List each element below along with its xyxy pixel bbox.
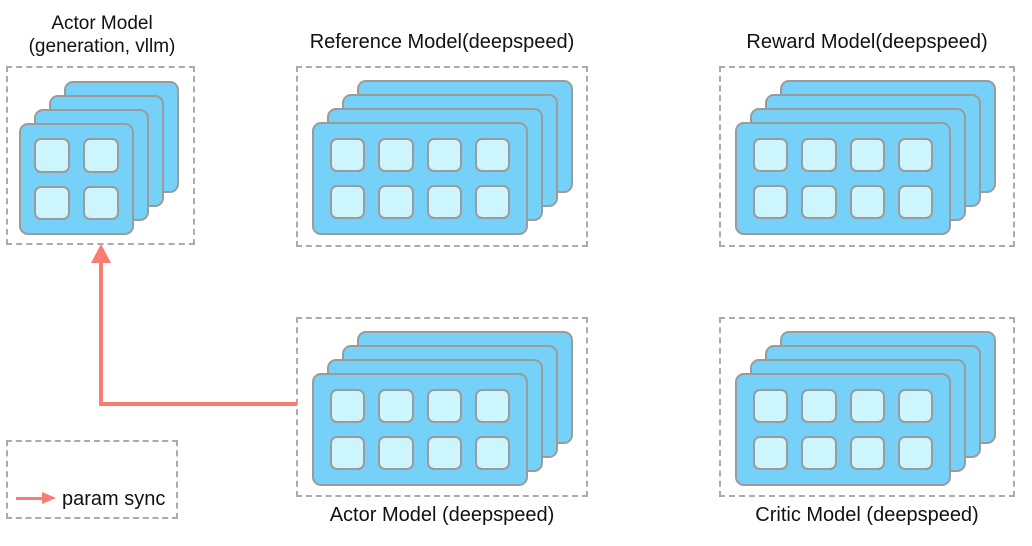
gpu-card-front: [19, 123, 134, 235]
gpu-card-front: [735, 373, 951, 486]
gpu-cell: [83, 138, 119, 173]
gpu-cell: [378, 185, 414, 219]
gpu-grid: [737, 375, 949, 484]
gpu-cell: [849, 138, 885, 172]
gpu-stack-actor-vllm: [19, 81, 179, 235]
gpu-cell: [426, 138, 462, 172]
node-title-line: Actor Model: [51, 13, 153, 34]
param-sync-arrowhead-icon: [91, 244, 111, 263]
gpu-grid: [737, 124, 949, 233]
gpu-cell: [801, 185, 837, 219]
gpu-cell: [849, 436, 885, 470]
gpu-cell: [426, 436, 462, 470]
critic-model-box: [719, 317, 1015, 497]
gpu-cell: [474, 138, 510, 172]
gpu-cell: [34, 138, 70, 173]
gpu-cell: [426, 389, 462, 423]
gpu-stack-reward: [735, 80, 996, 235]
gpu-cell: [753, 138, 789, 172]
legend-box: param sync: [6, 440, 178, 519]
node-subtitle-line: (generation, vllm): [28, 36, 176, 57]
gpu-card-front: [312, 122, 528, 235]
gpu-cell: [849, 389, 885, 423]
node-title-actor-vllm: Actor Model (generation, vllm): [2, 12, 202, 58]
gpu-cell: [897, 436, 933, 470]
gpu-grid: [314, 124, 526, 233]
gpu-cell: [474, 389, 510, 423]
gpu-grid: [314, 375, 526, 484]
gpu-cell: [753, 389, 789, 423]
gpu-cell: [801, 436, 837, 470]
actor-deepspeed-box: [296, 317, 588, 497]
gpu-cell: [378, 389, 414, 423]
gpu-cell: [474, 185, 510, 219]
gpu-cell: [330, 389, 366, 423]
gpu-cell: [83, 185, 119, 220]
gpu-cell: [330, 138, 366, 172]
gpu-card-front: [735, 122, 951, 235]
gpu-cell: [753, 436, 789, 470]
node-title-reference: Reference Model(deepspeed): [309, 31, 575, 53]
gpu-cell: [897, 138, 933, 172]
gpu-cell: [897, 389, 933, 423]
param-sync-arrow-horizontal-line: [101, 402, 297, 406]
reference-model-box: [296, 66, 588, 247]
gpu-cell: [378, 436, 414, 470]
gpu-cell: [474, 436, 510, 470]
gpu-stack-actor-deepspeed: [312, 331, 573, 486]
gpu-card-front: [312, 373, 528, 486]
param-sync-arrow-vertical-line: [99, 260, 103, 406]
gpu-grid: [21, 125, 132, 233]
gpu-cell: [801, 389, 837, 423]
gpu-cell: [34, 185, 70, 220]
actor-vllm-box: [6, 66, 195, 245]
legend-arrow-line: [16, 497, 43, 500]
gpu-cell: [897, 185, 933, 219]
gpu-cell: [426, 185, 462, 219]
gpu-cell: [801, 138, 837, 172]
gpu-stack-critic: [735, 331, 996, 486]
gpu-cell: [330, 436, 366, 470]
legend-arrow-icon: [42, 492, 56, 504]
gpu-cell: [753, 185, 789, 219]
gpu-cell: [330, 185, 366, 219]
reward-model-box: [719, 66, 1015, 247]
node-title-critic: Critic Model (deepspeed): [755, 504, 979, 526]
node-title-reward: Reward Model(deepspeed): [746, 31, 988, 53]
gpu-cell: [849, 185, 885, 219]
legend-label: param sync: [62, 488, 166, 510]
gpu-stack-reference: [312, 80, 573, 235]
gpu-cell: [378, 138, 414, 172]
node-title-actor-deepspeed: Actor Model (deepspeed): [329, 504, 555, 526]
